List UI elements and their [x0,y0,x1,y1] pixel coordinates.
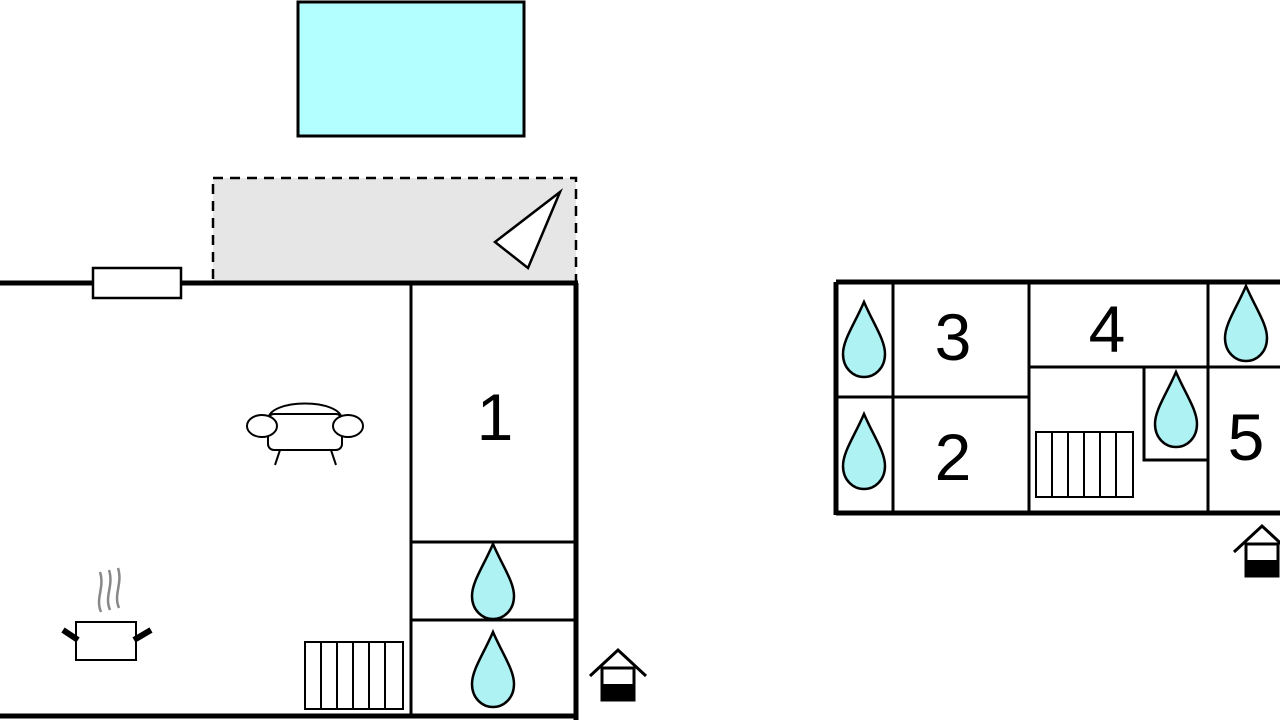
water-drop-icon [841,300,887,379]
entrance-icon [1232,524,1280,578]
water-drop-icon [841,412,887,491]
room-3-label: 3 [935,300,972,374]
parasol-icon [492,188,563,270]
radiator-icon [304,641,404,710]
water-drop-icon [470,542,516,621]
sofa-icon [246,402,364,466]
radiator-icon [1035,431,1134,498]
room-1-label: 1 [477,380,514,454]
pool-icon [296,0,526,138]
cooking-pot-icon [61,567,153,661]
room-2-label: 2 [935,420,972,494]
water-drop-icon [1223,284,1269,363]
room-5-label: 5 [1228,400,1265,474]
water-drop-icon [1153,370,1199,449]
entrance-icon [588,648,648,702]
room-4-label: 4 [1089,292,1126,366]
window-icon [91,266,183,300]
right-building [833,279,1280,516]
water-drop-icon [470,630,516,709]
